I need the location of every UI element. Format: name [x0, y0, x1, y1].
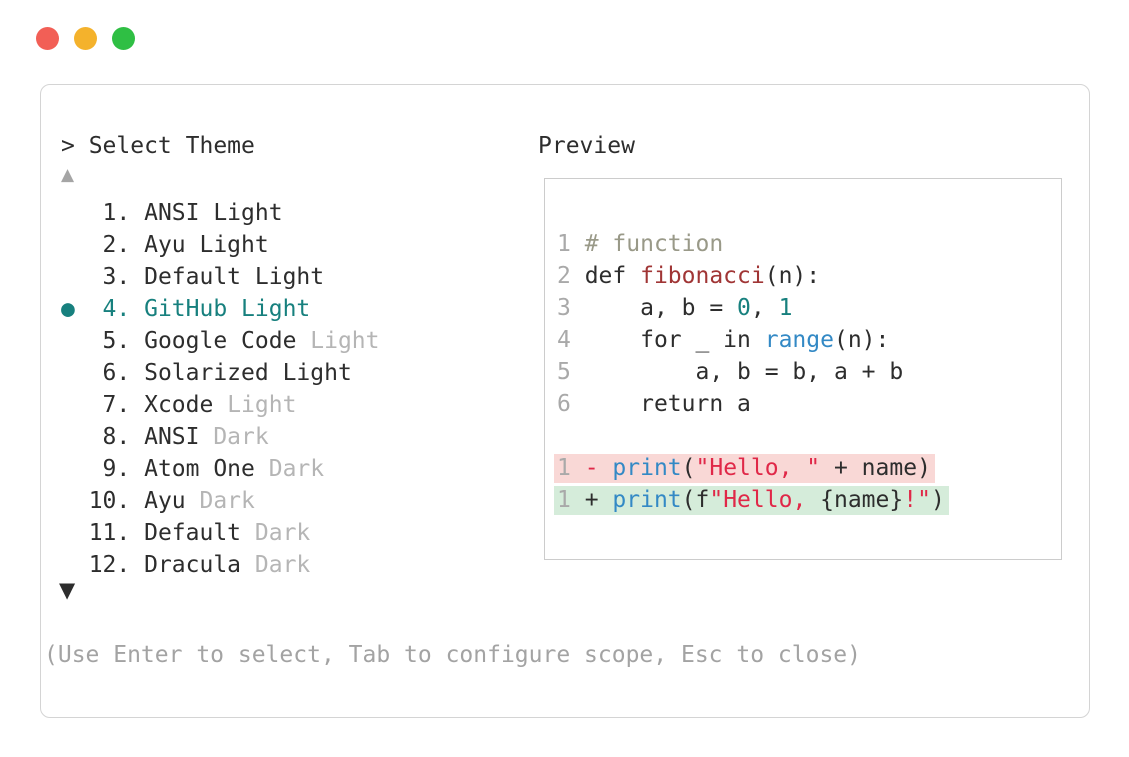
theme-number: 4. [88, 296, 145, 322]
theme-number: 6. [88, 360, 145, 386]
code-line: 4 for _ in range(n): [557, 327, 890, 353]
theme-name: Xcode [144, 392, 214, 418]
line-number: 1 [557, 486, 585, 513]
theme-name-secondary: Dark [254, 456, 325, 482]
theme-name: Solarized Light [144, 360, 352, 386]
selected-bullet-icon: ● [61, 296, 89, 322]
theme-option-3[interactable]: 3. Default Light [61, 261, 380, 293]
theme-name-secondary: Light [296, 328, 380, 354]
theme-name-secondary: Light [213, 392, 297, 418]
theme-name: Default [144, 520, 242, 546]
minimize-window-button[interactable] [74, 27, 97, 50]
bullet-placeholder [61, 392, 89, 418]
theme-number: 10. [88, 488, 145, 514]
theme-name-secondary: Dark [241, 552, 311, 578]
bullet-placeholder [61, 328, 89, 354]
close-window-button[interactable] [36, 27, 59, 50]
code-line: 6 return a [557, 391, 751, 417]
bullet-placeholder [61, 456, 89, 482]
theme-number: 3. [88, 264, 145, 290]
bullet-placeholder [61, 520, 89, 546]
footer-hint: (Use Enter to select, Tab to configure s… [44, 642, 861, 668]
theme-name-secondary: Dark [185, 488, 255, 514]
bullet-placeholder [61, 232, 89, 258]
theme-option-5[interactable]: 5. Google Code Light [61, 325, 380, 357]
bullet-placeholder [61, 552, 89, 578]
theme-option-9[interactable]: 9. Atom One Dark [61, 453, 380, 485]
line-number: 2 [557, 263, 585, 289]
theme-option-7[interactable]: 7. Xcode Light [61, 389, 380, 421]
code-block: 1 # function 2 def fibonacci(n): 3 a, b = … [545, 179, 1061, 516]
code-line: 2 def fibonacci(n): [557, 263, 821, 289]
theme-name: Dracula [144, 552, 242, 578]
theme-name: Ayu [144, 488, 186, 514]
blank-line [557, 420, 1061, 452]
theme-selector-panel: > Select Theme ▲ 1. ANSI Light 2. Ayu Li… [40, 84, 1090, 718]
theme-number: 2. [88, 232, 145, 258]
theme-option-2[interactable]: 2. Ayu Light [61, 229, 380, 261]
window-controls [36, 27, 135, 50]
theme-name: Default Light [144, 264, 325, 290]
bullet-placeholder [61, 264, 89, 290]
theme-name: GitHub Light [144, 296, 311, 322]
theme-name: Google Code [144, 328, 297, 354]
zoom-window-button[interactable] [112, 27, 135, 50]
theme-number: 1. [88, 200, 145, 226]
theme-name: ANSI [144, 424, 200, 450]
theme-number: 8. [88, 424, 145, 450]
theme-number: 12. [88, 552, 145, 578]
line-number: 6 [557, 391, 585, 417]
prompt-title: > Select Theme [61, 133, 255, 159]
line-number: 1 [557, 231, 585, 257]
theme-number: 9. [88, 456, 145, 482]
line-number: 3 [557, 295, 585, 321]
theme-number: 7. [88, 392, 145, 418]
code-line: 3 a, b = 0, 1 [557, 295, 793, 321]
diff-line-added: 1 + print(f"Hello, {name}!") [554, 484, 1061, 516]
bullet-placeholder [61, 488, 89, 514]
code-line: 1 # function [557, 231, 724, 257]
theme-number: 11. [88, 520, 145, 546]
scroll-up-icon[interactable]: ▲ [61, 165, 75, 185]
line-number: 5 [557, 359, 585, 385]
diff-line-removed: 1 - print("Hello, " + name) [554, 452, 1061, 484]
bullet-placeholder [61, 200, 89, 226]
diff-highlight-added: 1 + print(f"Hello, {name}!") [554, 485, 949, 515]
line-number: 1 [557, 454, 585, 481]
code-line: 5 a, b = b, a + b [557, 359, 904, 385]
preview-box: 1 # function 2 def fibonacci(n): 3 a, b = … [544, 178, 1062, 560]
preview-label: Preview [538, 133, 635, 159]
diff-highlight-removed: 1 - print("Hello, " + name) [554, 453, 935, 483]
theme-name: Atom One [144, 456, 255, 482]
theme-option-1[interactable]: 1. ANSI Light [61, 197, 380, 229]
theme-option-6[interactable]: 6. Solarized Light [61, 357, 380, 389]
theme-name-secondary: Dark [241, 520, 311, 546]
theme-option-10[interactable]: 10. Ayu Dark [61, 485, 380, 517]
theme-option-11[interactable]: 11. Default Dark [61, 517, 380, 549]
bullet-placeholder [61, 424, 89, 450]
line-number: 4 [557, 327, 585, 353]
theme-name: ANSI Light [144, 200, 283, 226]
theme-name-secondary: Dark [199, 424, 269, 450]
theme-list: 1. ANSI Light 2. Ayu Light 3. Default Li… [61, 197, 380, 581]
theme-option-4[interactable]: ● 4. GitHub Light [61, 293, 380, 325]
bullet-placeholder [61, 360, 89, 386]
scroll-down-icon[interactable]: ▼ [59, 578, 76, 602]
theme-option-8[interactable]: 8. ANSI Dark [61, 421, 380, 453]
theme-option-12[interactable]: 12. Dracula Dark [61, 549, 380, 581]
theme-number: 5. [88, 328, 145, 354]
theme-name: Ayu Light [144, 232, 269, 258]
